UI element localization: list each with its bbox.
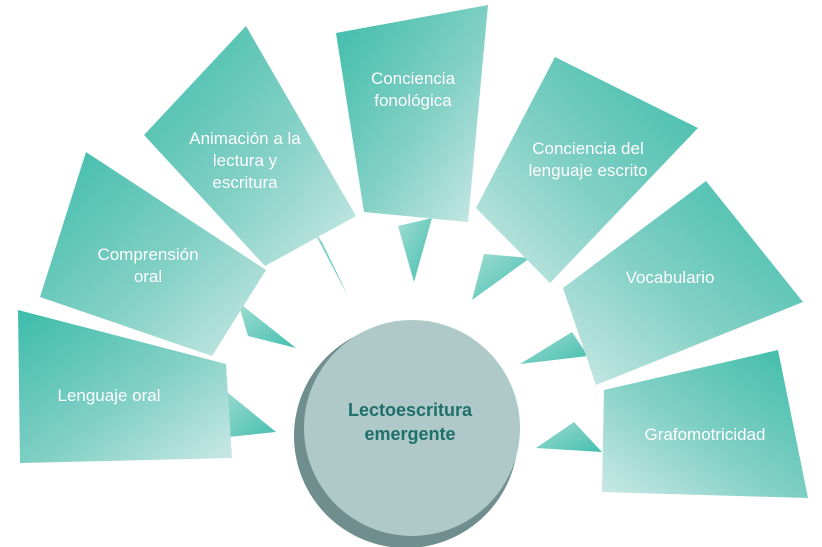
center-label-line-1: Lectoescritura <box>347 400 473 420</box>
node-conciencia-lenguaje-escrito <box>472 57 698 300</box>
label-conciencia-fonologica: Conciencia fonológica <box>345 68 481 112</box>
label-conciencia-lenguaje-escrito-line-1: Conciencia del <box>532 139 644 158</box>
label-grafomotricidad-line: Grafomotricidad <box>644 425 766 444</box>
label-conciencia-lenguaje-escrito-line-2: lenguaje escrito <box>528 161 648 180</box>
node-grafomotricidad-tail <box>536 422 602 452</box>
node-conciencia-fonologica <box>336 5 488 282</box>
center-circle <box>304 320 520 536</box>
node-lenguaje-oral-box <box>18 310 232 463</box>
label-animacion-lectura-line-1: Animación a la <box>189 129 301 148</box>
label-comprension-oral-line-1: Comprensión <box>97 245 199 264</box>
label-vocabulario: Vocabulario <box>600 267 740 289</box>
node-vocabulario-box <box>563 181 803 385</box>
node-conciencia-fonologica-tail <box>398 218 432 282</box>
node-conciencia-lenguaje-escrito-box <box>476 57 698 283</box>
node-lenguaje-oral <box>18 310 276 463</box>
node-animacion-lectura-box <box>144 26 356 266</box>
node-vocabulario-tail <box>520 332 588 364</box>
node-animacion-lectura <box>144 26 356 296</box>
node-grafomotricidad-box <box>602 350 808 498</box>
node-vocabulario <box>520 181 803 385</box>
node-lenguaje-oral-tail <box>222 388 276 437</box>
center-label-line-2: emergente <box>364 424 456 444</box>
label-conciencia-fonologica-line-1: Conciencia <box>370 69 456 88</box>
label-vocabulario-line: Vocabulario <box>625 268 715 287</box>
label-conciencia-lenguaje-escrito: Conciencia del lenguaje escrito <box>510 138 666 182</box>
node-conciencia-fonologica-box <box>336 5 488 222</box>
node-comprension-oral-box <box>40 152 266 356</box>
node-grafomotricidad <box>536 350 808 498</box>
label-comprension-oral-line-2: oral <box>133 267 163 286</box>
center-label: Lectoescritura emergente <box>300 398 520 446</box>
node-animacion-lectura-tail <box>312 228 348 296</box>
label-comprension-oral: Comprensión oral <box>78 244 218 288</box>
label-animacion-lectura-line-2: lectura y <box>212 151 278 170</box>
label-animacion-lectura-line-3: escritura <box>212 173 278 192</box>
label-grafomotricidad: Grafomotricidad <box>620 424 790 446</box>
node-comprension-oral <box>40 152 296 356</box>
node-conciencia-lenguaje-escrito-tail <box>472 254 530 300</box>
label-lenguaje-oral-line: Lenguaje oral <box>57 386 161 405</box>
label-lenguaje-oral: Lenguaje oral <box>40 385 178 407</box>
center-node <box>294 320 520 547</box>
label-animacion-lectura: Animación a la lectura y escritura <box>175 128 315 194</box>
node-comprension-oral-tail <box>238 302 296 348</box>
label-conciencia-fonologica-line-2: fonológica <box>374 91 452 110</box>
